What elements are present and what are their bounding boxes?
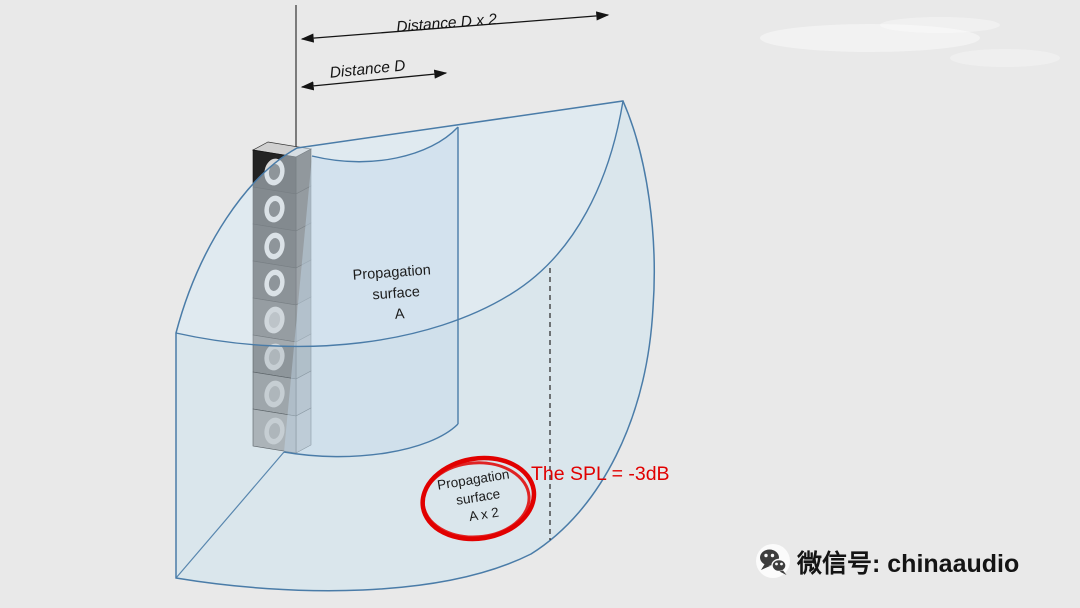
red-circle-annotation-inner xyxy=(421,461,531,539)
surface-a-label: Propagation surface A xyxy=(352,262,431,323)
surface-a2-line3: A x 2 xyxy=(468,505,500,525)
surface-a-line1: Propagation xyxy=(352,262,431,283)
speaker-box xyxy=(252,370,312,417)
watermark-text: 微信号: chinaaudio xyxy=(796,550,1019,578)
watermark: 微信号: chinaaudio xyxy=(756,544,1019,578)
spl-note: The SPL = -3dB xyxy=(531,463,670,485)
top-sector-face xyxy=(176,101,623,347)
surface-a-line2: surface xyxy=(372,284,421,303)
distance-d2-arrow: Distance D x 2 xyxy=(300,11,610,43)
propagation-volume-edges xyxy=(175,100,655,592)
outer-wall-veil xyxy=(176,101,655,591)
distance-d-arrow: Distance D xyxy=(300,57,448,91)
background-smudges xyxy=(760,17,1060,67)
wechat-icon xyxy=(756,544,790,578)
propagation-surface-a xyxy=(283,126,459,458)
surface-a2-line2: surface xyxy=(455,486,501,508)
speaker-box xyxy=(252,407,312,454)
surface-a-line3: A xyxy=(394,306,405,323)
distance-d2-label: Distance D x 2 xyxy=(396,11,498,36)
